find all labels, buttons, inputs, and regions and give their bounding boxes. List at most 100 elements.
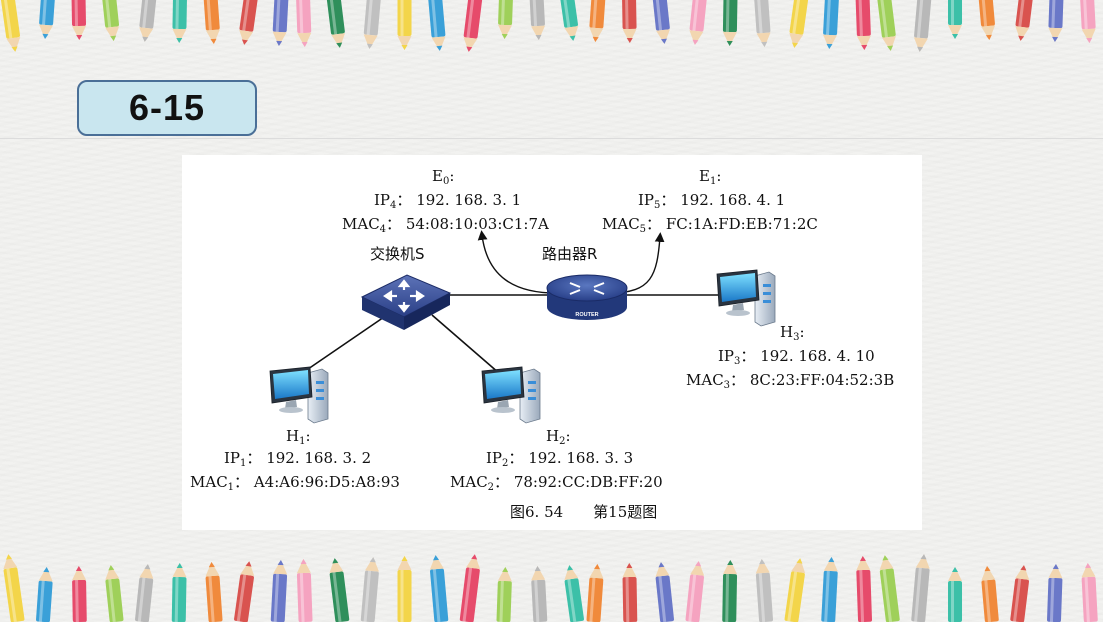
- pencil-icon: [3, 554, 25, 622]
- pencil-icon: [239, 0, 258, 45]
- pencil-icon: [171, 563, 187, 622]
- top-pencil-border: [0, 0, 1103, 72]
- h3-name: H3:: [780, 323, 805, 343]
- h3-ip: IP3： 192. 168. 4. 10: [718, 347, 875, 367]
- pencil-icon: [755, 559, 774, 622]
- pencil-icon: [911, 554, 930, 622]
- h2-ip: IP2： 192. 168. 3. 3: [486, 449, 634, 469]
- h3-mac: MAC3： 8C:23:FF:04:52:3B: [686, 371, 895, 391]
- pencil-icon: [589, 0, 606, 42]
- pencil-icon: [789, 0, 809, 48]
- pencil-icon: [36, 567, 53, 622]
- h2-mac: MAC2： 78:92:CC:DB:FF:20: [450, 473, 663, 493]
- pencil-icon: [296, 559, 313, 622]
- pencil-icon: [754, 0, 771, 47]
- router-icon: ROUTER: [546, 274, 628, 320]
- pencil-icon: [586, 564, 604, 622]
- pencil-icon: [397, 0, 412, 50]
- pencil-icon: [784, 558, 806, 622]
- pencil-icon: [529, 0, 546, 40]
- pencil-icon: [981, 566, 999, 622]
- figure-caption: 图6. 54 第15题图: [510, 503, 658, 521]
- slide-title: 6-15: [128, 87, 206, 128]
- pencil-icon: [1010, 565, 1030, 622]
- link-switch-h2: [431, 314, 508, 381]
- pencil-icon: [685, 561, 705, 622]
- bottom-pencil-border: [0, 546, 1103, 622]
- pencil-icon: [856, 556, 873, 622]
- pencil-icon: [1081, 563, 1098, 622]
- pencil-icon: [360, 557, 380, 622]
- pencil-icon: [855, 0, 871, 50]
- pencil-icon: [531, 566, 548, 622]
- pencil-icon: [102, 0, 120, 41]
- computer-h3-icon: [716, 269, 776, 327]
- pencil-icon: [71, 0, 87, 40]
- pencil-icon: [498, 0, 513, 39]
- pencil-icon: [1015, 0, 1033, 41]
- pencil-icon: [652, 0, 671, 44]
- network-diagram: ROUTER E0: IP4： 192. 168. 3. 1 MAC4： 54:…: [182, 155, 922, 530]
- pencil-icon: [1080, 0, 1096, 43]
- h2-name: H2:: [546, 427, 571, 447]
- h1-mac: MAC1： A4:A6:96:D5:A8:93: [190, 473, 400, 493]
- divider-line: [0, 138, 1103, 139]
- pencil-icon: [622, 0, 637, 43]
- pencil-icon: [560, 0, 579, 41]
- pencil-icon: [326, 0, 346, 48]
- pencil-icon: [564, 565, 584, 622]
- pencil-icon: [272, 0, 289, 46]
- h1-name: H1:: [286, 427, 311, 447]
- router-label: 路由器R: [542, 245, 598, 263]
- pencil-icon: [948, 0, 963, 39]
- slide-title-box: 6-15: [77, 80, 257, 136]
- router-badge: ROUTER: [575, 312, 598, 318]
- e0-mac: MAC4： 54:08:10:03:C1:7A: [342, 215, 549, 235]
- computer-h1-icon: [269, 366, 329, 424]
- computer-h2-icon: [481, 366, 541, 424]
- pencil-icon: [463, 0, 483, 52]
- pencil-icon: [821, 557, 838, 622]
- pencil-icon: [655, 562, 674, 622]
- pencil-icon: [329, 558, 350, 622]
- h1-ip: IP1： 192. 168. 3. 2: [224, 449, 372, 469]
- e1-name: E1:: [699, 167, 722, 187]
- pencil-icon: [428, 0, 446, 51]
- pencil-icon: [429, 555, 449, 622]
- pencil-icon: [0, 0, 21, 52]
- pencil-icon: [135, 564, 154, 622]
- pencil-icon: [105, 565, 124, 622]
- pencil-icon: [877, 0, 896, 51]
- e0-ip: IP4： 192. 168. 3. 1: [374, 191, 522, 211]
- pencil-icon: [234, 561, 255, 622]
- pencil-icon: [822, 0, 839, 49]
- e0-name: E0:: [432, 167, 455, 187]
- diagram-graphics: ROUTER: [269, 230, 776, 424]
- pencil-icon: [496, 567, 512, 622]
- pencil-icon: [172, 0, 187, 43]
- pencil-icon: [1047, 564, 1063, 622]
- pencil-icon: [363, 0, 381, 49]
- pencil-icon: [270, 560, 288, 622]
- pencil-icon: [1048, 0, 1064, 42]
- pencil-icon: [722, 0, 738, 46]
- pencil-icon: [622, 563, 638, 622]
- pencil-icon: [39, 0, 55, 39]
- pencil-icon: [139, 0, 157, 42]
- pencil-icon: [948, 567, 963, 622]
- pencil-icon: [459, 554, 481, 622]
- pencil-icon: [879, 555, 900, 622]
- switch-label: 交换机S: [370, 245, 425, 263]
- pencil-icon: [689, 0, 707, 45]
- e1-mac: MAC5： FC:1A:FD:EB:71:2C: [602, 215, 818, 235]
- pencil-icon: [722, 560, 738, 622]
- e1-ip: IP5： 192. 168. 4. 1: [638, 191, 786, 211]
- pencil-icon: [72, 566, 87, 622]
- pencil-icon: [978, 0, 996, 40]
- pencil-icon: [913, 0, 932, 52]
- pencil-icon: [397, 556, 412, 622]
- switch-icon: [360, 274, 452, 330]
- pencil-icon: [203, 0, 220, 44]
- pencil-icon: [205, 562, 223, 622]
- pencil-icon: [296, 0, 312, 47]
